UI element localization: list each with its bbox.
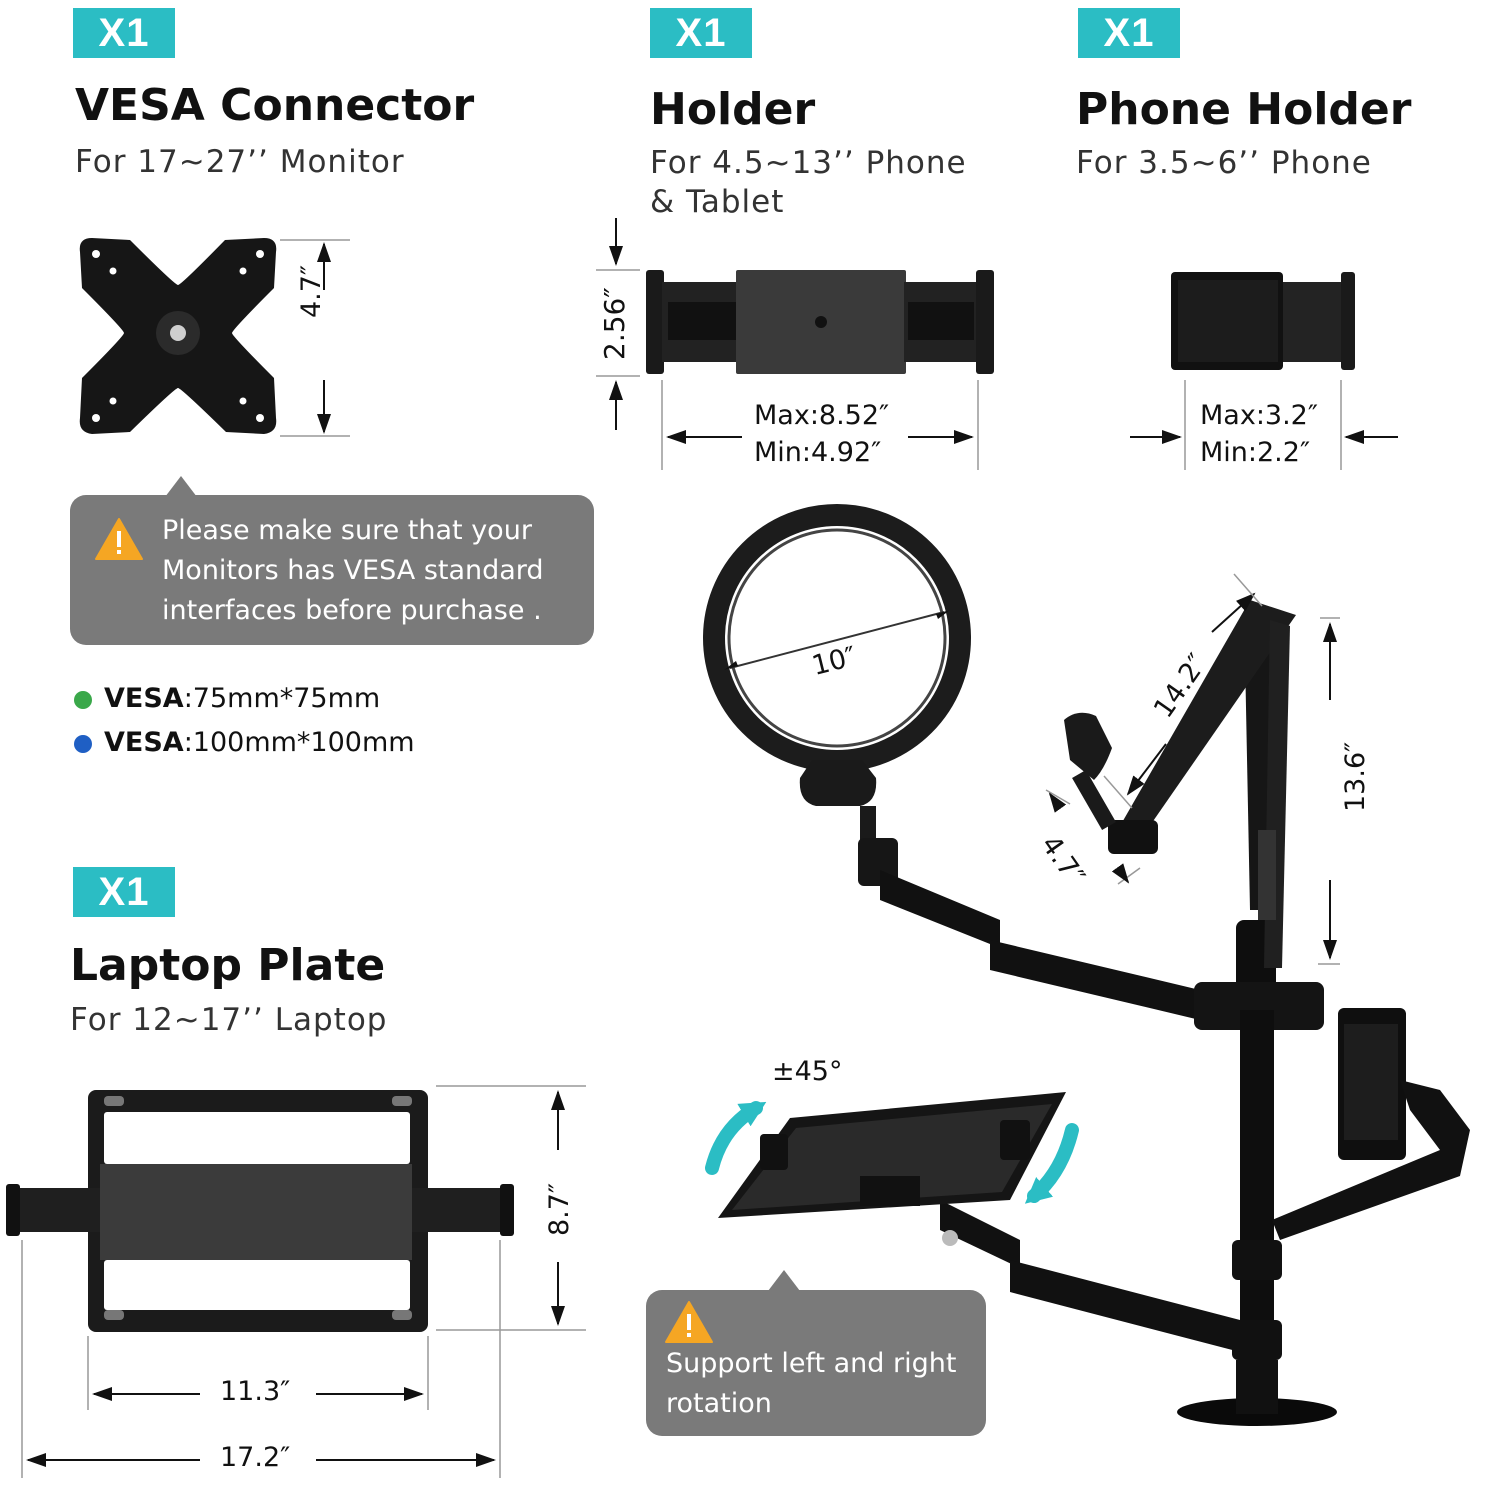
holder-subtitle-line2: & Tablet <box>650 184 785 220</box>
vesa-connector-title: VESA Connector <box>75 80 475 131</box>
holder-qty-badge: X1 <box>650 8 752 58</box>
vesa-warning-text: Please make sure that your Monitors has … <box>162 515 544 626</box>
vesa-spec-75: VESA:75mm*75mm <box>74 683 380 714</box>
holder-max-label: Max:8.52″ <box>754 400 890 431</box>
desk-stand-image <box>718 600 1470 1426</box>
phone-holder-title: Phone Holder <box>1076 84 1412 135</box>
rotation-warning-text: Support left and right rotation <box>666 1348 957 1419</box>
rotation-angle-label: ±45° <box>772 1056 843 1087</box>
green-dot-icon <box>74 690 92 709</box>
phone-holder-image <box>1171 272 1355 370</box>
vesa-connector-plate-image <box>79 238 277 434</box>
phone-holder-qty-badge: X1 <box>1078 8 1180 58</box>
vesa-height-dimension <box>280 239 350 437</box>
laptop-plate-subtitle: For 12~17’’ Laptop <box>70 1002 388 1038</box>
pole-height-label: 13.6″ <box>1340 741 1371 812</box>
laptop-plate-image <box>6 1090 514 1332</box>
rotation-arrows <box>705 1101 1079 1204</box>
holder-clamp-image <box>646 270 994 374</box>
rotation-warning-note: Support left and right rotation <box>646 1290 986 1436</box>
rotation-note-pointer <box>768 1270 800 1291</box>
phone-holder-max-label: Max:3.2″ <box>1200 400 1318 431</box>
holder-title: Holder <box>650 84 816 135</box>
laptop-plate-inner-width-label: 11.3″ <box>220 1376 291 1407</box>
phone-holder-subtitle: For 3.5~6’’ Phone <box>1076 145 1372 181</box>
warning-icon <box>95 518 143 560</box>
phone-holder-dimension-lines <box>1130 380 1398 470</box>
holder-subtitle-line1: For 4.5~13’’ Phone <box>650 145 967 181</box>
blue-dot-icon <box>74 734 92 753</box>
vesa-spec-100: VESA:100mm*100mm <box>74 727 415 758</box>
ring-light-image <box>703 504 971 908</box>
holder-min-label: Min:4.92″ <box>754 437 882 468</box>
vesa-note-pointer <box>165 476 197 497</box>
vesa-connector-qty-badge: X1 <box>73 8 175 58</box>
laptop-plate-title: Laptop Plate <box>70 940 386 991</box>
holder-height-label: 2.56″ <box>598 287 631 360</box>
laptop-plate-dimension-lines <box>21 1085 586 1478</box>
phone-holder-min-label: Min:2.2″ <box>1200 437 1311 468</box>
laptop-plate-qty-badge: X1 <box>73 867 175 917</box>
vesa-height-label: 4.7″ <box>296 264 327 318</box>
warning-icon <box>665 1301 713 1343</box>
laptop-plate-outer-width-label: 17.2″ <box>220 1442 291 1473</box>
vesa-connector-subtitle: For 17~27’’ Monitor <box>75 144 405 180</box>
holder-dimension-lines <box>596 218 979 470</box>
laptop-plate-height-label: 8.7″ <box>544 1182 575 1236</box>
stand-dimension-lines <box>1045 573 1340 965</box>
vesa-warning-note: Please make sure that your Monitors has … <box>70 495 594 645</box>
